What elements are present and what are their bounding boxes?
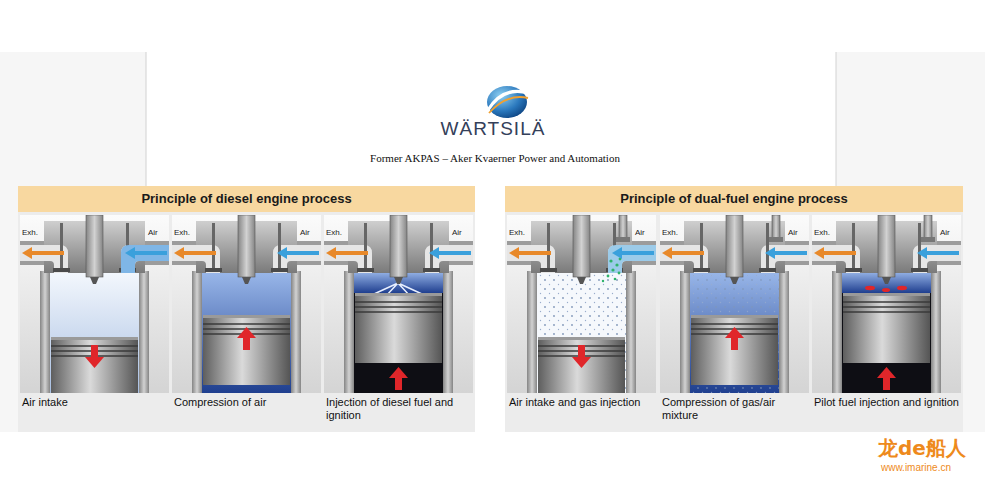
step-caption: Injection of diesel fuel and ignition [324,396,473,422]
port-label: Exh. [174,228,190,238]
heading-band: Principle of diesel engine process [18,186,475,212]
port-label: Air [452,228,462,238]
step-caption: Air intake and gas injection [507,396,656,409]
port-label: Air [452,228,462,238]
port-label: Air [940,228,950,238]
logo-wordmark: WÄRTSILÄ [441,117,546,140]
port-label: Exh. [22,228,38,238]
panel-ground [18,186,963,432]
port-label: Air [148,228,158,238]
step-caption: Pilot fuel injection and ignition [812,396,961,409]
step-caption: Compression of air [172,396,321,409]
port-label: Air [635,228,645,238]
port-label: Air [300,228,310,238]
port-label: Air [635,228,645,238]
watermark: 龙de船人 [878,436,966,460]
port-label: Air [788,228,798,238]
watermark: 龙de船人 [878,436,966,460]
port-label: Air [300,228,310,238]
watermark: www.imarine.cn [881,462,951,474]
process-step: Air intake [20,215,169,429]
port-label: Exh. [174,228,190,238]
port-label: Exh. [509,228,525,238]
port-label: Exh. [662,228,678,238]
port-label: Air [148,228,158,238]
port-label: Air [940,228,950,238]
step-caption: Compression of gas/air mixture [660,396,809,422]
process-panel: Principle of dual-fuel engine processAir… [505,186,963,432]
port-label: Exh. [509,228,525,238]
port-label: Exh. [662,228,678,238]
engine-cylinder-illustration [20,215,961,407]
watermark: www.imarine.cn [881,462,951,474]
process-step: Pilot fuel injection and ignition [812,215,961,429]
step-caption: Air intake [20,396,169,409]
port-label: Exh. [326,228,342,238]
process-panel: Principle of diesel engine processAir in… [18,186,475,432]
port-label: Exh. [814,228,830,238]
process-step: Compression of air [172,215,321,429]
port-label: Exh. [814,228,830,238]
page-frame [0,52,985,432]
subtitle-text: Former AKPAS – Aker Kvaerner Power and A… [370,152,620,165]
logo-symbol [487,86,528,118]
process-step: Injection of diesel fuel and ignition [324,215,473,429]
subtitle-text: Former AKPAS – Aker Kvaerner Power and A… [370,152,620,165]
port-label: Air [788,228,798,238]
logo-wordmark: WÄRTSILÄ [441,117,546,140]
process-step: Compression of gas/air mixture [660,215,809,429]
port-label: Exh. [326,228,342,238]
heading-band: Principle of dual-fuel engine process [505,186,963,212]
port-label: Exh. [22,228,38,238]
process-step: Air intake and gas injection [507,215,656,429]
